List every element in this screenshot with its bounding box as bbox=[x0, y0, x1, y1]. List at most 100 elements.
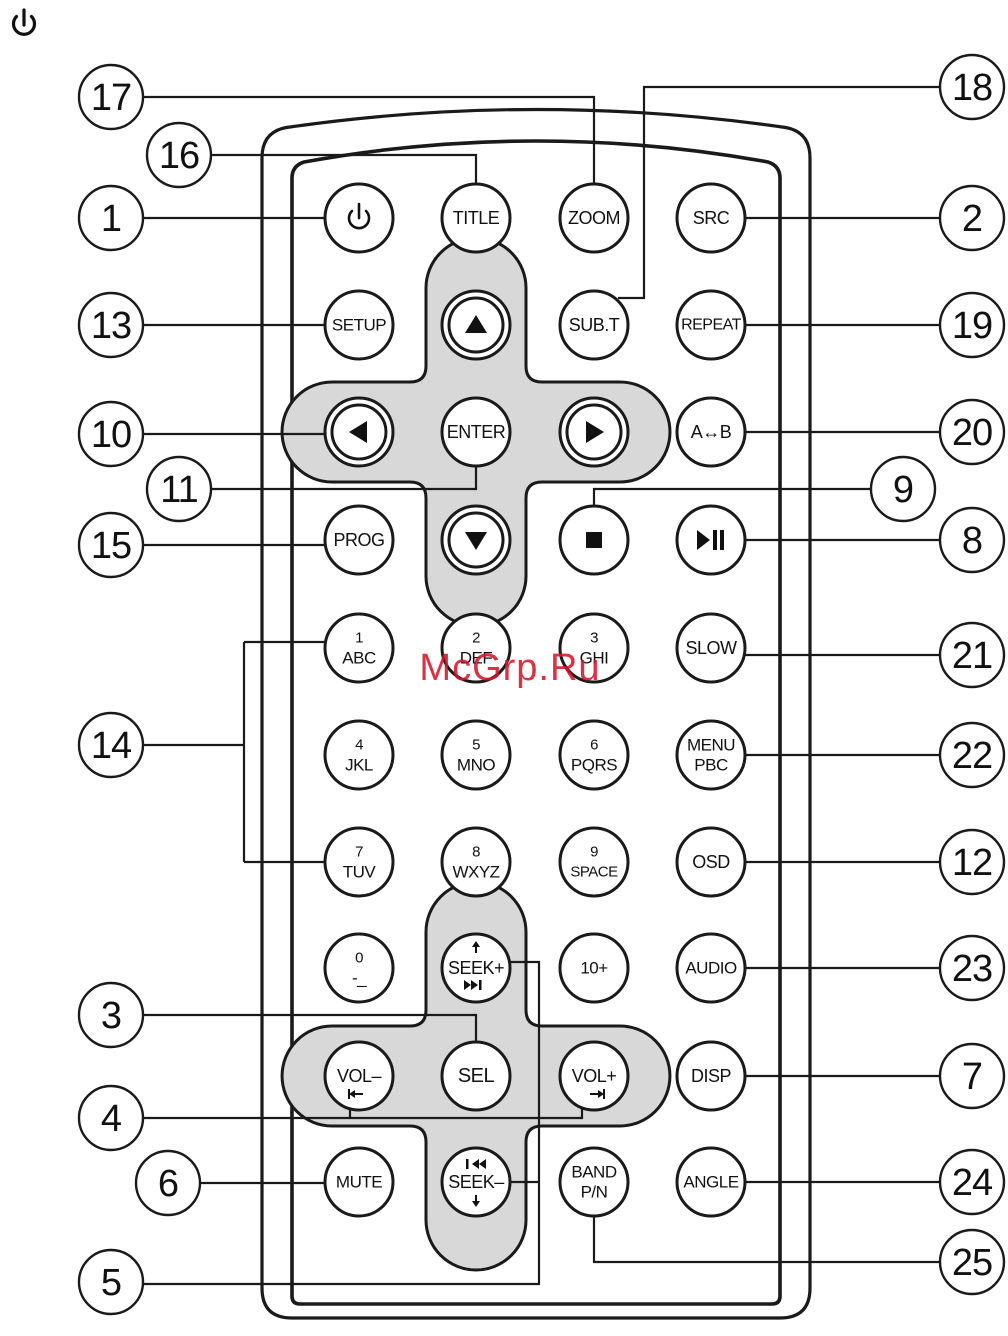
callout-11: 11 bbox=[147, 457, 211, 521]
title-button[interactable]: TITLE bbox=[442, 184, 510, 252]
callout-6-label: 6 bbox=[158, 1163, 178, 1205]
callout-8-label: 8 bbox=[962, 520, 982, 562]
volminus-button[interactable]: VOL– bbox=[325, 1042, 393, 1110]
callout-18: 18 bbox=[940, 55, 1004, 119]
callout-5-label: 5 bbox=[101, 1262, 121, 1304]
slow-label: SLOW bbox=[685, 638, 737, 658]
seekminus-button[interactable]: SEEK– bbox=[442, 1148, 510, 1216]
title-label: TITLE bbox=[453, 208, 500, 228]
callout-16-label: 16 bbox=[159, 135, 199, 177]
repeat-button[interactable]: REPEAT bbox=[677, 291, 745, 359]
left-button[interactable] bbox=[325, 398, 393, 466]
n2-label-top: 2 bbox=[472, 630, 480, 647]
mute-label: MUTE bbox=[336, 1173, 382, 1192]
n5-label-top: 5 bbox=[472, 737, 480, 754]
right-button[interactable] bbox=[560, 398, 628, 466]
power-button[interactable] bbox=[325, 184, 393, 252]
src-label: SRC bbox=[693, 208, 730, 228]
callout-25: 25 bbox=[940, 1230, 1004, 1294]
disp-button[interactable]: DISP bbox=[677, 1042, 745, 1110]
callout-2-label: 2 bbox=[962, 198, 982, 240]
callout-1-label: 1 bbox=[101, 198, 121, 240]
n3-label-top: 3 bbox=[590, 630, 598, 647]
watermark: McGrp.Ru bbox=[419, 647, 600, 689]
mute-button[interactable]: MUTE bbox=[325, 1148, 393, 1216]
menupbc-label-bottom: PBC bbox=[694, 756, 728, 775]
callout-24-label: 24 bbox=[952, 1162, 993, 1204]
callout-8: 8 bbox=[940, 508, 1004, 572]
angle-label: ANGLE bbox=[683, 1173, 738, 1192]
down-button[interactable] bbox=[442, 506, 510, 574]
callout-12: 12 bbox=[940, 830, 1004, 894]
callout-19-label: 19 bbox=[952, 305, 992, 347]
callout-18-label: 18 bbox=[952, 67, 992, 109]
callout-14: 14 bbox=[79, 713, 143, 777]
n0-button[interactable]: 0-_ bbox=[325, 934, 393, 1002]
n6-label-bottom: PQRS bbox=[571, 756, 617, 775]
n6-label-top: 6 bbox=[590, 737, 598, 754]
osd-button[interactable]: OSD bbox=[677, 828, 745, 896]
src-button[interactable]: SRC bbox=[677, 184, 745, 252]
setup-label: SETUP bbox=[332, 316, 386, 335]
slow-button[interactable]: SLOW bbox=[677, 614, 745, 682]
n7-label-bottom: TUV bbox=[343, 863, 377, 882]
audio-button[interactable]: AUDIO bbox=[677, 934, 745, 1002]
seekplus-button[interactable]: SEEK+ bbox=[442, 934, 510, 1002]
callout-9: 9 bbox=[871, 457, 935, 521]
n0-label-bottom: -_ bbox=[352, 969, 367, 988]
callout-5: 5 bbox=[79, 1250, 143, 1314]
sel-label: SEL bbox=[458, 1065, 495, 1087]
callout-2: 2 bbox=[940, 186, 1004, 250]
volplus-button[interactable]: VOL+ bbox=[560, 1042, 628, 1110]
prog-button[interactable]: PROG bbox=[325, 506, 393, 574]
ten-label: 10+ bbox=[580, 959, 608, 978]
callout-7: 7 bbox=[940, 1044, 1004, 1108]
n9-label-top: 9 bbox=[590, 844, 598, 861]
callout-6: 6 bbox=[136, 1151, 200, 1215]
callout-23: 23 bbox=[940, 936, 1004, 1000]
callout-4-label: 4 bbox=[101, 1098, 122, 1140]
seekminus-label: SEEK– bbox=[448, 1172, 504, 1192]
callout-17-label: 17 bbox=[91, 77, 131, 119]
callout-25-label: 25 bbox=[952, 1242, 992, 1284]
callout-11-label: 11 bbox=[160, 469, 197, 511]
stop-button[interactable] bbox=[560, 506, 628, 574]
n4-label-bottom: JKL bbox=[345, 756, 373, 775]
callout-17: 17 bbox=[79, 65, 143, 129]
band-label-top: BAND bbox=[571, 1163, 616, 1182]
callout-3: 3 bbox=[79, 983, 143, 1047]
angle-button[interactable]: ANGLE bbox=[677, 1148, 745, 1216]
callout-20: 20 bbox=[940, 400, 1004, 464]
volminus-label: VOL– bbox=[337, 1066, 382, 1086]
subt-button[interactable]: SUB.T bbox=[560, 291, 628, 359]
volplus-label: VOL+ bbox=[572, 1066, 617, 1086]
setup-button[interactable]: SETUP bbox=[325, 291, 393, 359]
callout-21-label: 21 bbox=[952, 635, 992, 677]
ten-button[interactable]: 10+ bbox=[560, 934, 628, 1002]
sel-button[interactable]: SEL bbox=[442, 1042, 510, 1110]
zoom-button[interactable]: ZOOM bbox=[560, 184, 628, 252]
stop-icon bbox=[586, 532, 602, 548]
callout-3-label: 3 bbox=[101, 995, 121, 1037]
callout-19: 19 bbox=[940, 293, 1004, 357]
ab-button[interactable]: A↔B bbox=[677, 398, 745, 466]
enter-button[interactable]: ENTER bbox=[442, 398, 510, 466]
n4-label-top: 4 bbox=[355, 737, 363, 754]
playpause-button[interactable] bbox=[677, 506, 745, 574]
ab-label: A↔B bbox=[691, 422, 732, 442]
callout-16: 16 bbox=[147, 123, 211, 187]
callout-10: 10 bbox=[79, 402, 143, 466]
callout-10-label: 10 bbox=[91, 414, 131, 456]
up-button[interactable] bbox=[442, 291, 510, 359]
n1-label-bottom: ABC bbox=[342, 649, 376, 668]
